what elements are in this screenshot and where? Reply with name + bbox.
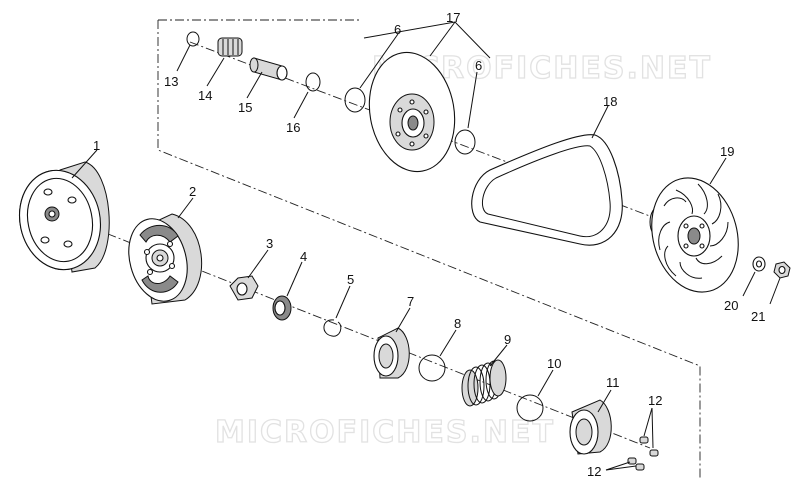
part-16-ring [305, 72, 321, 92]
part-5-circlip [323, 319, 342, 337]
callout-21: 21 [751, 309, 765, 324]
part-8-oring [418, 354, 446, 382]
part-21-nut [773, 261, 791, 279]
part-6-oring-right [454, 129, 476, 155]
callout-11: 11 [606, 375, 620, 390]
part-13-circlip [186, 31, 200, 47]
callout-17: 17 [446, 10, 460, 25]
part-17-pulley-half [368, 51, 456, 173]
part-9-spring [461, 359, 507, 407]
callout-12-lower: 12 [587, 464, 601, 479]
callout-7: 7 [407, 294, 414, 309]
part-1-clutch-bell [18, 161, 110, 273]
callout-1: 1 [93, 138, 100, 153]
callout-6-right: 6 [475, 58, 482, 73]
part-6-oring-left [344, 87, 366, 113]
part-20-washer [752, 256, 766, 272]
callout-8: 8 [454, 316, 461, 331]
part-7-sleeve [373, 327, 410, 379]
callout-9: 9 [504, 332, 511, 347]
callout-12-upper: 12 [648, 393, 662, 408]
callout-19: 19 [720, 144, 734, 159]
callout-2: 2 [189, 184, 196, 199]
callout-4: 4 [300, 249, 307, 264]
callout-labels: 1 2 3 4 5 6 6 7 8 9 10 11 12 12 13 14 15… [93, 10, 765, 479]
callout-3: 3 [266, 236, 273, 251]
callout-14: 14 [198, 88, 212, 103]
part-14-needle-bearing [217, 37, 243, 57]
callout-20: 20 [724, 298, 738, 313]
callout-15: 15 [238, 100, 252, 115]
watermark-bottom: MICROFICHES.NET [215, 415, 555, 450]
leader-lines [71, 21, 781, 471]
part-4-bearing [272, 295, 292, 321]
part-10-oring [516, 394, 544, 422]
part-19-movable-pulley [649, 177, 739, 293]
part-3-nut [229, 275, 259, 301]
part-11-sleeve [569, 399, 612, 455]
callout-6-left: 6 [394, 22, 401, 37]
part-15-bushing [249, 57, 288, 81]
assembly-boundary [157, 19, 701, 478]
part-18-drive-belt [471, 134, 623, 246]
callout-18: 18 [603, 94, 617, 109]
callout-16: 16 [286, 120, 300, 135]
callout-13: 13 [164, 74, 178, 89]
callout-5: 5 [347, 272, 354, 287]
part-2-clutch-assembly [128, 213, 203, 305]
callout-10: 10 [547, 356, 561, 371]
part-12-pins [627, 436, 659, 471]
